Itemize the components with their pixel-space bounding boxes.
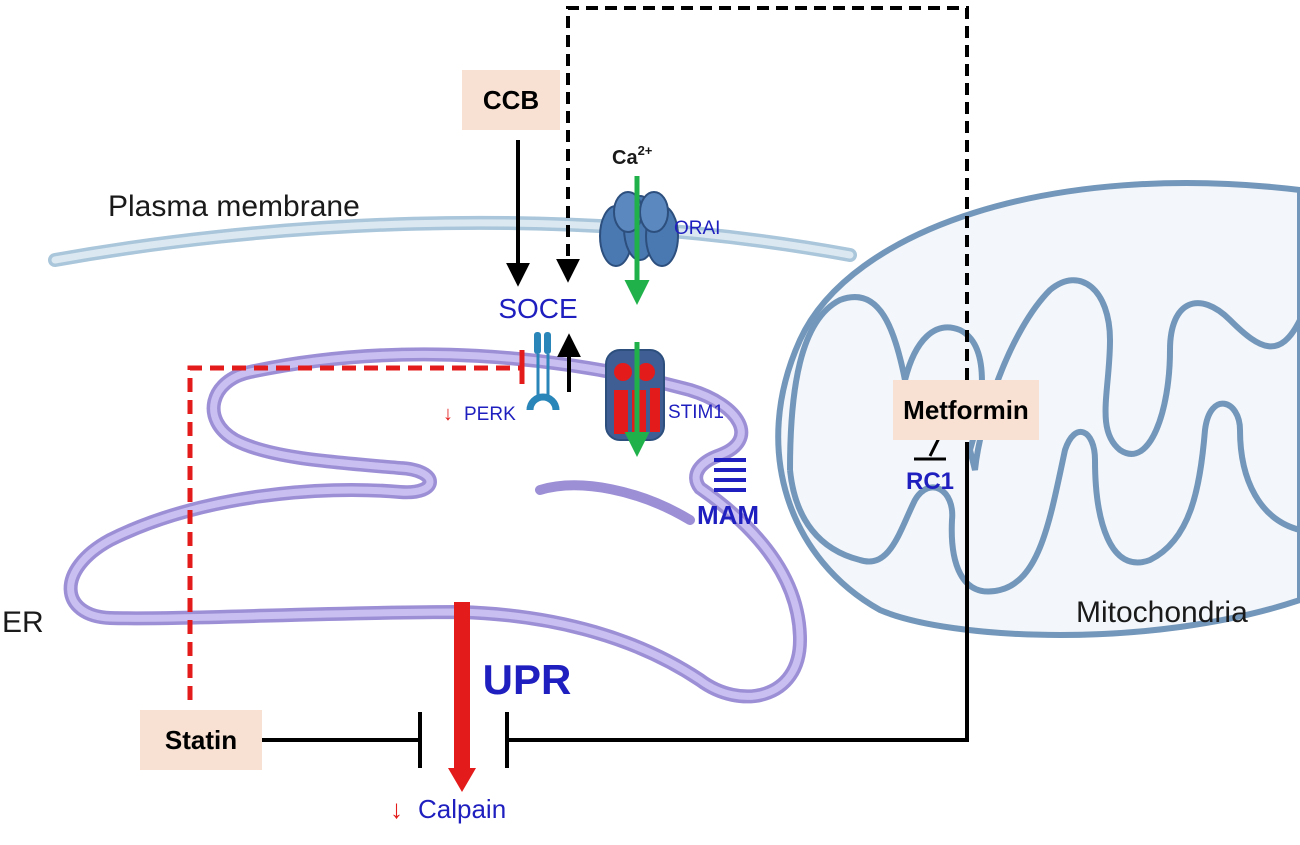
upr-label: UPR [483,656,572,703]
soce-label: SOCE [498,293,577,324]
metformin-box: Metformin [893,380,1039,440]
upr-arrow [448,602,476,792]
mitochondrion [775,180,1300,638]
metformin-upr-inhibition-line [507,442,969,742]
calpain-down-arrow: ↓ [390,794,403,824]
metformin-soce-dashed-path [556,6,969,380]
er-label: ER [2,606,44,639]
perk-receptor [526,332,560,411]
mitochondrial-cristae [787,277,1300,595]
ccb-label: CCB [483,85,539,115]
perk-label: PERK [464,404,516,425]
orai-channel [599,191,679,267]
metformin-label: Metformin [903,395,1029,425]
stim1-label: STIM1 [668,402,724,423]
statin-perk-dashed-inhibition [187,365,520,700]
plasma-membrane-label: Plasma membrane [108,190,360,223]
orai-label: ORAI [674,218,720,239]
calcium-label: Ca2+ [612,143,653,169]
mitochondria-label: Mitochondria [1076,596,1248,629]
mam-label: MAM [697,500,759,530]
plasma-membrane [48,215,857,267]
perk-down-arrow: ↓ [443,403,453,425]
calpain-label: Calpain [418,794,506,824]
mam-connector [714,458,746,492]
statin-box: Statin [140,710,262,770]
rc1-label: RC1 [906,468,954,495]
ccb-box: CCB [462,70,560,130]
statin-label: Statin [165,725,237,755]
